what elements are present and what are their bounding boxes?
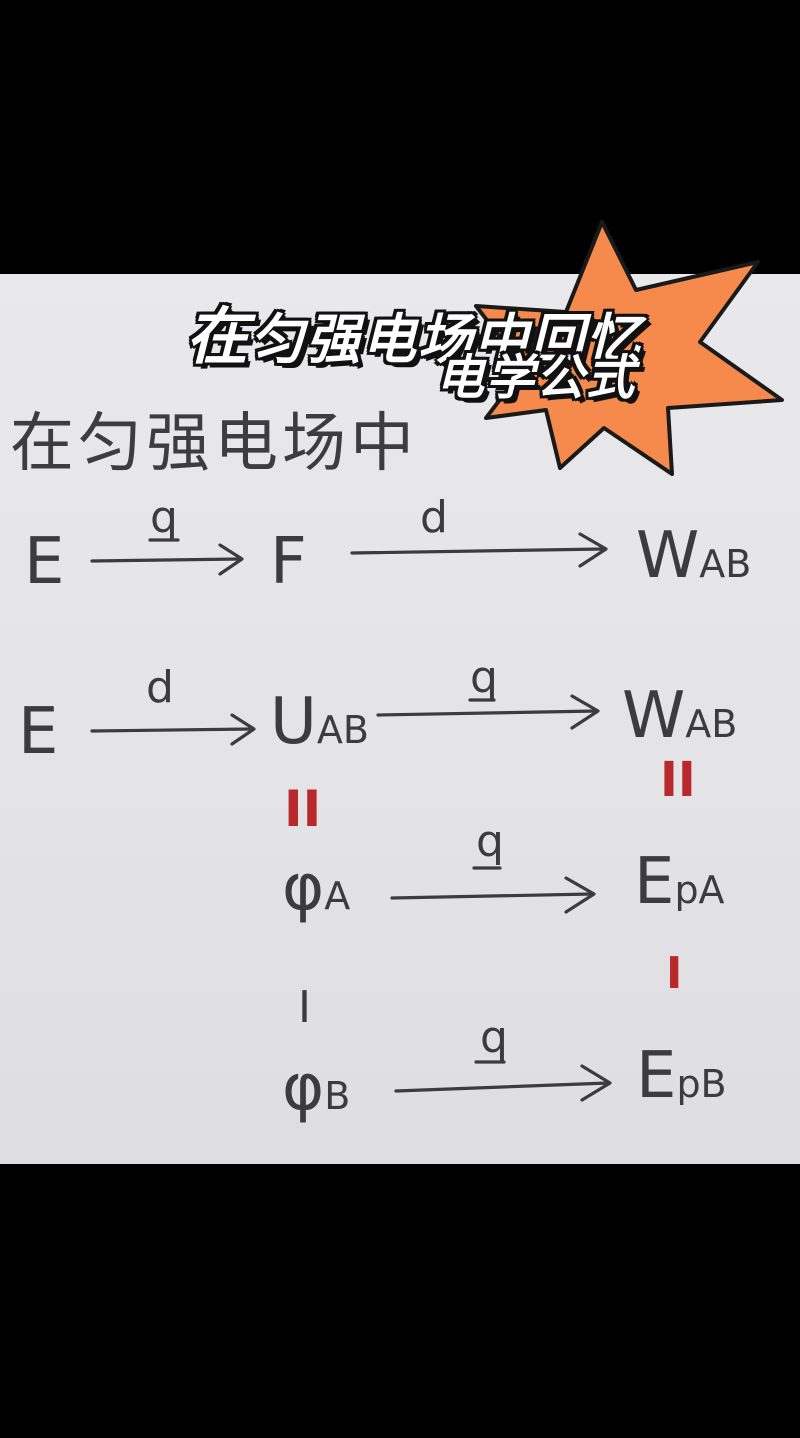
row2-e: E [18,695,59,769]
row4-q-label: q [480,1012,508,1063]
row3-q-label: q [476,816,504,867]
row1-ab: AB [699,542,752,586]
row4-arrow [394,1064,612,1102]
row2-arrow-1 [90,713,256,746]
q-underline-marks [148,538,506,1064]
row4-e: E [636,1039,677,1113]
row2-w: W [622,679,686,753]
row4-phi-b: φB [282,1056,350,1120]
overlay-title-line2: 电学公式 [436,350,637,406]
row2-ab: AB [316,708,369,752]
row3-e: E [634,845,675,919]
row1-q-label: q [150,492,178,543]
row4-pb: pB [676,1062,727,1106]
uab-phi-equals: II [284,780,322,838]
row2-q-label: q [470,652,498,703]
row2-wab: WAB [622,684,737,748]
row1-arrow-1 [90,543,244,576]
row3-arrow [390,876,596,914]
row1-wab: WAB [636,524,751,588]
row3-phi: φ [282,851,325,925]
ep-minus: I [666,948,683,999]
row1-arrow-2 [350,532,608,568]
row3-epa: EpA [634,850,725,914]
row3-phi-a: φA [282,856,350,920]
row1-e: E [24,525,65,599]
row1-f: F [270,525,307,599]
row3-a: A [324,874,351,918]
row2-uab: UAB [270,690,369,754]
handwritten-heading: 在匀强电场中 [10,407,418,481]
row4-phi: φ [282,1051,325,1125]
row1-d-label: d [420,492,448,543]
row2-d-label: d [146,662,174,713]
row2-ab2: AB [685,702,738,746]
overlay-title-line1: 在匀强电场中回忆 [186,286,642,376]
phi-minus: I [298,982,311,1033]
starburst-shape [474,220,784,476]
row2-arrow-2 [376,694,600,730]
overlay-title-lead: 在 [186,300,251,373]
row3-pa: pA [674,868,725,912]
row4-b: B [324,1074,351,1118]
row4-epb: EpB [636,1044,727,1108]
row1-w: W [636,519,700,593]
wab-epa-equals: II [660,752,696,808]
overlay-title-rest: 匀强电场中回忆 [250,308,643,371]
row2-u: U [270,685,317,759]
